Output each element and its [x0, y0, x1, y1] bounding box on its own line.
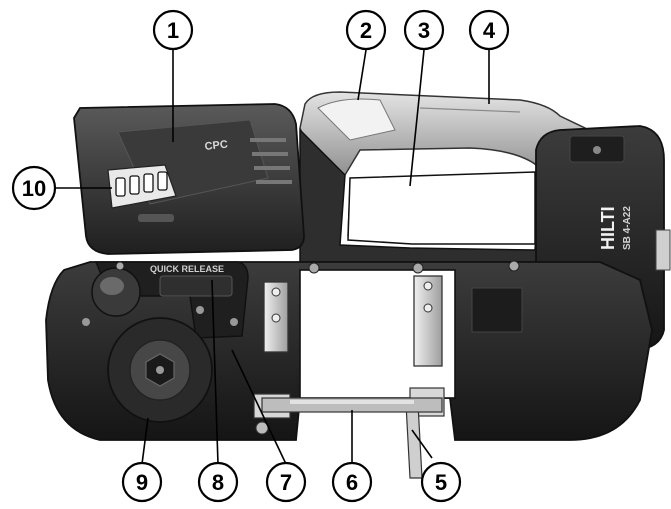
saw-blade — [261, 397, 443, 413]
callout-8: 8 — [197, 461, 239, 503]
callout-6-label: 6 — [346, 470, 358, 495]
leader-7 — [231, 349, 287, 465]
frame-screws — [115, 260, 520, 274]
callout-8-label: 8 — [212, 470, 224, 495]
model-label: SB 4-A22 — [622, 206, 633, 250]
charge-indicator — [107, 164, 177, 209]
callout-3: 3 — [403, 9, 445, 51]
leader-9 — [141, 417, 149, 465]
callout-7-label: 7 — [280, 470, 292, 495]
callout-4: 4 — [468, 9, 510, 51]
brand-logo-text: HILTI — [598, 206, 618, 250]
drive-wheel — [107, 317, 213, 423]
callout-5: 5 — [420, 461, 462, 503]
leader-5 — [411, 429, 433, 459]
callout-9: 9 — [121, 461, 163, 503]
callout-2-label: 2 — [360, 18, 372, 43]
callout-10-label: 10 — [22, 176, 46, 201]
battery-pack: CPC — [73, 103, 305, 255]
callout-2: 2 — [345, 9, 387, 51]
callout-3-label: 3 — [418, 18, 430, 43]
leader-8 — [211, 279, 219, 465]
callout-4-label: 4 — [483, 18, 496, 43]
leader-lines — [56, 49, 490, 465]
quick-release-label: QUICK RELEASE — [150, 264, 224, 274]
leader-2 — [357, 49, 367, 101]
battery-label: CPC — [204, 139, 228, 153]
callout-9-label: 9 — [136, 470, 148, 495]
callout-1: 1 — [152, 9, 194, 51]
callout-5-label: 5 — [435, 470, 447, 495]
quick-release-lever: QUICK RELEASE — [82, 261, 249, 339]
top-handle — [299, 91, 586, 181]
callout-10: 10 — [11, 165, 57, 211]
battery-stripes — [250, 138, 292, 184]
callout-7: 7 — [265, 461, 307, 503]
callout-1-label: 1 — [167, 18, 179, 43]
callout-6: 6 — [331, 461, 373, 503]
leader-3 — [409, 49, 425, 187]
